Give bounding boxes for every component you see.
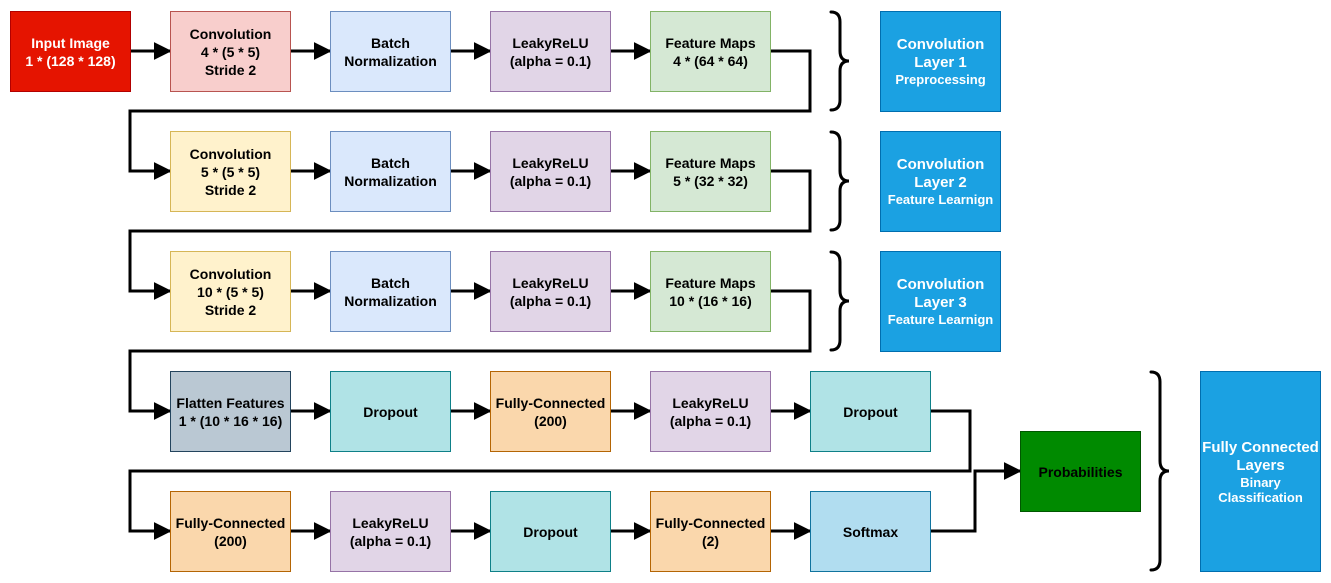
- layer-label-fully-connected: Fully Connected Layers Binary Classifica…: [1200, 371, 1321, 572]
- connector-row3-row4: [128, 289, 812, 420]
- curly-brace-icon: [829, 130, 850, 232]
- convolution-node: Convolution 4 * (5 * 5) Stride 2: [170, 11, 291, 92]
- batch-normalization-node: Batch Normalization: [330, 251, 451, 332]
- connector-row4-row5: [128, 409, 972, 540]
- fully-connected-node: Fully-Connected (200): [170, 491, 291, 572]
- fully-connected-node: Fully-Connected (200): [490, 371, 611, 452]
- curly-brace-icon: [829, 250, 850, 352]
- flatten-features-node: Flatten Features 1 * (10 * 16 * 16): [170, 371, 291, 452]
- feature-maps-node: Feature Maps 4 * (64 * 64): [650, 11, 771, 92]
- input-image-node: Input Image 1 * (128 * 128): [10, 11, 131, 92]
- dropout-node: Dropout: [330, 371, 451, 452]
- fully-connected-node: Fully-Connected (2): [650, 491, 771, 572]
- connector-row2-row3: [128, 169, 812, 300]
- leakyrelu-node: LeakyReLU (alpha = 0.1): [490, 11, 611, 92]
- convolution-node: Convolution 10 * (5 * 5) Stride 2: [170, 251, 291, 332]
- leakyrelu-node: LeakyReLU (alpha = 0.1): [490, 251, 611, 332]
- connector-row1-row2: [128, 49, 812, 180]
- batch-normalization-node: Batch Normalization: [330, 131, 451, 212]
- leakyrelu-node: LeakyReLU (alpha = 0.1): [650, 371, 771, 452]
- softmax-node: Softmax: [810, 491, 931, 572]
- leakyrelu-node: LeakyReLU (alpha = 0.1): [490, 131, 611, 212]
- convolution-node: Convolution 5 * (5 * 5) Stride 2: [170, 131, 291, 212]
- feature-maps-node: Feature Maps 5 * (32 * 32): [650, 131, 771, 212]
- feature-maps-node: Feature Maps 10 * (16 * 16): [650, 251, 771, 332]
- curly-brace-icon: [829, 10, 850, 112]
- dropout-node: Dropout: [810, 371, 931, 452]
- connector-softmax-probabilities: [931, 462, 1022, 533]
- layer-label-conv2: Convolution Layer 2 Feature Learnign: [880, 131, 1001, 232]
- curly-brace-icon: [1149, 370, 1170, 572]
- leakyrelu-node: LeakyReLU (alpha = 0.1): [330, 491, 451, 572]
- layer-label-conv1: Convolution Layer 1 Preprocessing: [880, 11, 1001, 112]
- layer-label-conv3: Convolution Layer 3 Feature Learnign: [880, 251, 1001, 352]
- batch-normalization-node: Batch Normalization: [330, 11, 451, 92]
- probabilities-node: Probabilities: [1020, 431, 1141, 512]
- dropout-node: Dropout: [490, 491, 611, 572]
